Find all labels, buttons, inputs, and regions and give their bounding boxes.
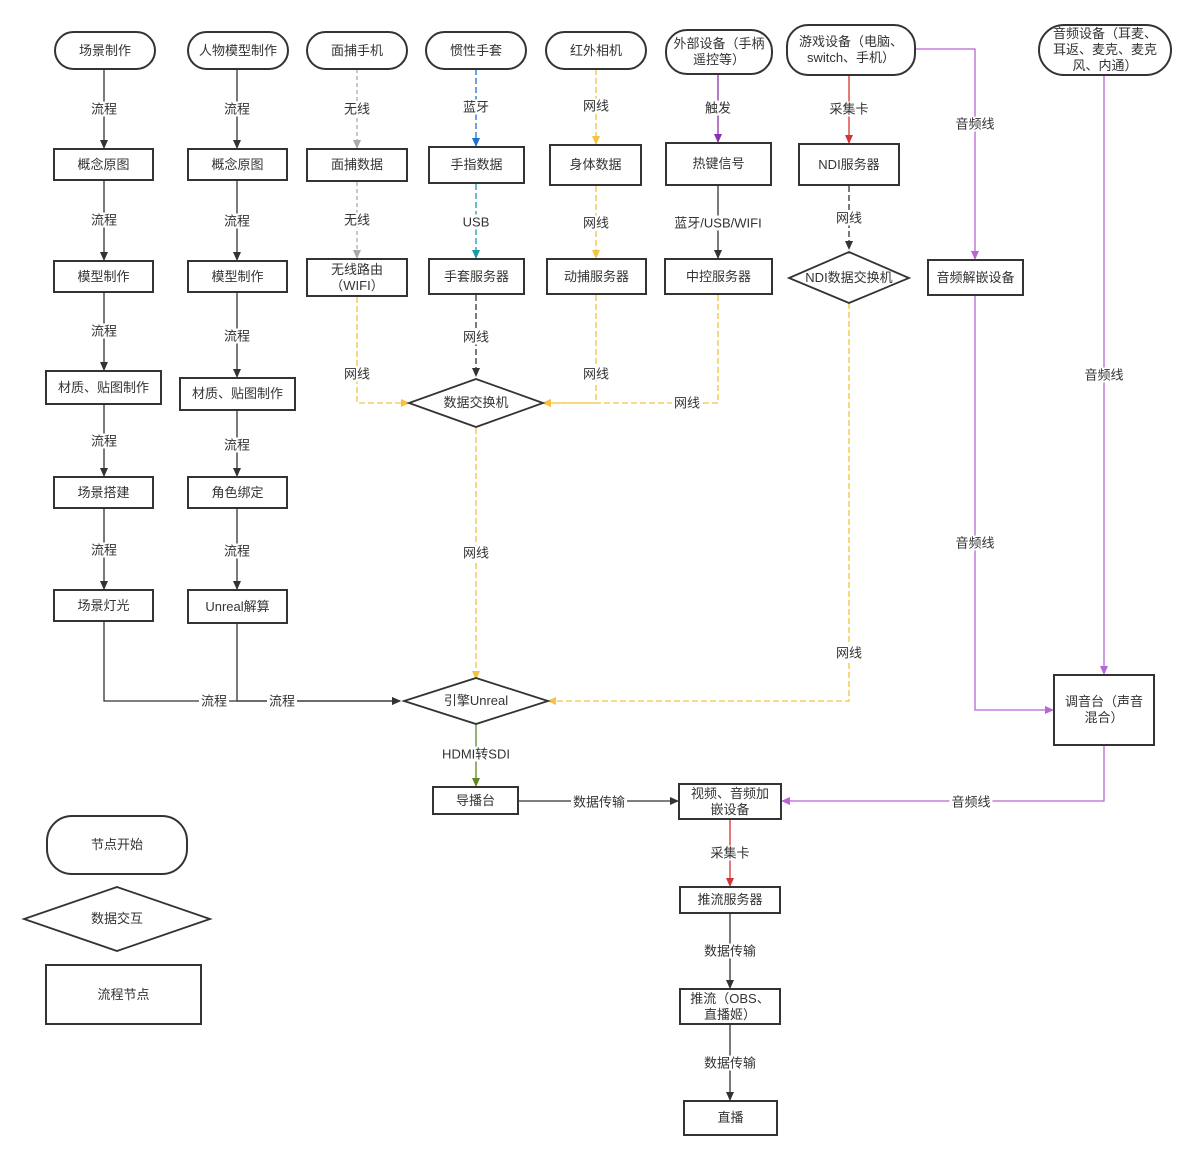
- edge-label-flow: 流程: [88, 101, 120, 117]
- edge-label-flow: 流程: [198, 693, 230, 709]
- edge-label-cable: 网线: [460, 545, 492, 561]
- node-finger-data: 手指数据: [428, 146, 525, 184]
- edge-label-wireless: 无线: [341, 212, 373, 228]
- edge-label-flow: 流程: [266, 693, 298, 709]
- edge-label-flow: 流程: [88, 542, 120, 558]
- edge-label-audio-line: 音频线: [1082, 367, 1126, 383]
- node-scene-make: 场景制作: [54, 31, 156, 70]
- node-hotkey: 热键信号: [665, 142, 772, 186]
- node-router: 无线路由（WIFI）: [306, 258, 408, 297]
- node-director: 导播台: [432, 786, 519, 815]
- node-ir-camera: 红外相机: [545, 31, 647, 70]
- edge-label-wireless: 无线: [341, 101, 373, 117]
- node-scene-concept: 概念原图: [53, 148, 154, 181]
- node-glove: 惯性手套: [425, 31, 527, 70]
- node-ndi-server: NDI服务器: [798, 143, 900, 186]
- engine-label: 引擎Unreal: [443, 693, 509, 708]
- node-mocap-server: 动捕服务器: [546, 258, 647, 295]
- edge-label-cable: 网线: [460, 329, 492, 345]
- node-scene-build: 场景搭建: [53, 476, 154, 509]
- edge-label-usb: USB: [460, 214, 492, 230]
- node-char-concept: 概念原图: [187, 148, 288, 181]
- node-game-device: 游戏设备（电脑、switch、手机）: [786, 24, 916, 76]
- edge-label-cable: 网线: [580, 98, 612, 114]
- edge-label-audio-line: 音频线: [953, 116, 997, 132]
- engine-diamond: [401, 677, 551, 725]
- ndi-switch-diamond: [786, 251, 912, 304]
- legend-start: 节点开始: [46, 815, 188, 875]
- edge-label-data-transfer: 数据传输: [701, 1055, 759, 1071]
- node-live: 直播: [683, 1100, 778, 1136]
- edge-label-trigger: 触发: [702, 100, 734, 116]
- node-scene-light: 场景灯光: [53, 589, 154, 622]
- node-char-texture: 材质、贴图制作: [179, 377, 296, 411]
- edge-label-cable: 网线: [580, 366, 612, 382]
- node-body-data: 身体数据: [549, 144, 642, 186]
- edge-label-audio-line: 音频线: [949, 794, 993, 810]
- edge-label-flow: 流程: [221, 328, 253, 344]
- data-switch-label: 数据交换机: [443, 395, 509, 410]
- node-char-model: 模型制作: [187, 260, 288, 293]
- edge-label-flow: 流程: [221, 543, 253, 559]
- legend-process: 流程节点: [45, 964, 202, 1025]
- cable-edges: [356, 295, 850, 705]
- edge-label-flow: 流程: [221, 437, 253, 453]
- node-push: 推流（OBS、直播姬）: [679, 988, 781, 1025]
- node-char-rig: 角色绑定: [187, 476, 288, 509]
- edge-label-cable: 网线: [580, 215, 612, 231]
- edge-label-flow: 流程: [221, 101, 253, 117]
- edge-label-audio-line: 音频线: [953, 535, 997, 551]
- node-mixer: 调音台（声音混合）: [1053, 674, 1155, 746]
- edge-label-cable: 网线: [341, 366, 373, 382]
- legend-diamond: [21, 886, 213, 952]
- edge-label-flow: 流程: [88, 212, 120, 228]
- node-scene-model: 模型制作: [53, 260, 154, 293]
- edge-label-bluetooth: 蓝牙: [460, 99, 492, 115]
- edge-label-bt-usb-wifi: 蓝牙/USB/WIFI: [672, 215, 764, 231]
- data-switch-diamond: [406, 378, 546, 428]
- edge-label-cable: 网线: [671, 395, 703, 411]
- node-scene-texture: 材质、贴图制作: [45, 370, 162, 405]
- node-control-server: 中控服务器: [664, 258, 773, 295]
- node-char-make: 人物模型制作: [187, 31, 289, 70]
- edge-label-capture-card: 采集卡: [708, 845, 752, 861]
- edge-label-capture-card: 采集卡: [827, 101, 871, 117]
- edge-label-flow: 流程: [88, 323, 120, 339]
- node-char-unreal: Unreal解算: [187, 589, 288, 624]
- edge-label-flow: 流程: [221, 213, 253, 229]
- node-external-device: 外部设备（手柄遥控等）: [665, 29, 773, 75]
- node-face-data: 面捕数据: [306, 148, 408, 182]
- node-av-embed: 视频、音频加嵌设备: [678, 783, 782, 820]
- node-glove-server: 手套服务器: [428, 258, 525, 295]
- legend-interaction-label: 数据交互: [90, 911, 143, 926]
- node-audio-embed-device: 音频解嵌设备: [927, 259, 1024, 296]
- node-push-server: 推流服务器: [679, 886, 781, 914]
- edge-label-data-transfer: 数据传输: [701, 943, 759, 959]
- edge-label-data-transfer: 数据传输: [570, 794, 628, 810]
- ndi-switch-label: NDI数据交换机: [805, 270, 893, 285]
- node-audio-device: 音频设备（耳麦、耳返、麦克、麦克风、内通）: [1038, 24, 1172, 76]
- node-face-phone: 面捕手机: [306, 31, 408, 70]
- edge-label-cable: 网线: [833, 645, 865, 661]
- edge-label-flow: 流程: [88, 433, 120, 449]
- edge-label-cable: 网线: [833, 210, 865, 226]
- edge-label-hdmi-sdi: HDMI转SDI: [440, 746, 512, 762]
